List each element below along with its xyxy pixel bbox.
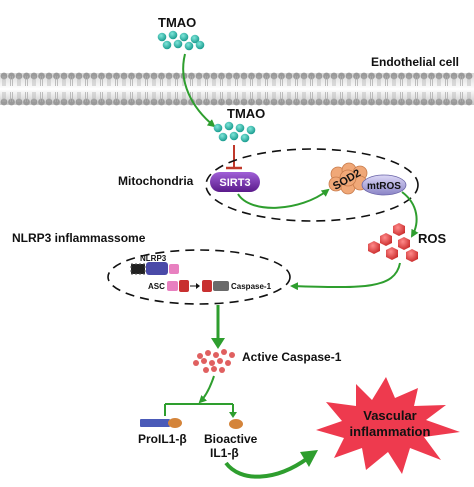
- il1b-molecule: [229, 419, 243, 429]
- cell-membrane: [0, 72, 474, 106]
- mitochondria-label: Mitochondria: [118, 174, 194, 188]
- bioactive-label: Bioactive: [204, 432, 258, 446]
- tmao-top-label: TMAO: [158, 15, 196, 30]
- inflammation-label: inflammation: [350, 424, 431, 439]
- nlrp3-label: NLRP3: [140, 254, 167, 263]
- active-caspase-molecules: [193, 349, 235, 373]
- active-to-cleavage-arrow: [198, 375, 215, 404]
- sirt3-label: SIRT3: [219, 177, 250, 189]
- cleavage-bracket: [164, 403, 237, 418]
- sod2-protein: SOD2: [328, 162, 368, 195]
- asc-complex: [167, 280, 189, 292]
- mitochondria-membrane: [205, 148, 419, 222]
- sirt3-to-sod2-arrow: [237, 188, 330, 209]
- tmao-inner-label: TMAO: [227, 106, 265, 121]
- vascular-label: Vascular: [363, 408, 417, 423]
- ros-to-inflammasome-arrow: [290, 262, 401, 291]
- asc-label: ASC: [148, 282, 165, 291]
- mtros-label: mtROS: [367, 181, 401, 192]
- proil1b-molecule: [140, 418, 182, 428]
- proil1b-label: ProIL1-β: [138, 432, 187, 446]
- sirt3-protein: SIRT3: [210, 172, 260, 192]
- ros-molecules: [368, 223, 418, 262]
- tmao-entry-arrow: [182, 53, 216, 128]
- nlrp3-inflammasome-label: NLRP3 inflammassome: [12, 231, 146, 245]
- il1b-label: IL1-β: [210, 446, 239, 460]
- il1b-to-inflammation-arrow: [224, 456, 310, 479]
- active-caspase1-label: Active Caspase-1: [242, 350, 342, 364]
- procaspase-complex: [202, 280, 229, 292]
- ros-label: ROS: [418, 231, 447, 246]
- nlrp3-complex: [130, 262, 179, 275]
- mtros-blob: mtROS: [361, 174, 407, 196]
- endothelial-cell-label: Endothelial cell: [371, 55, 459, 69]
- tmao-molecules-inner: [213, 121, 256, 143]
- mtros-to-ros-arrow: [401, 191, 419, 238]
- inhibition-bar: [226, 145, 242, 170]
- vascular-inflammation-burst: [316, 377, 460, 474]
- caspase1-label: Caspase-1: [231, 282, 272, 291]
- inflammasome-boundary: [107, 249, 291, 305]
- tmao-molecules-top: [157, 30, 205, 51]
